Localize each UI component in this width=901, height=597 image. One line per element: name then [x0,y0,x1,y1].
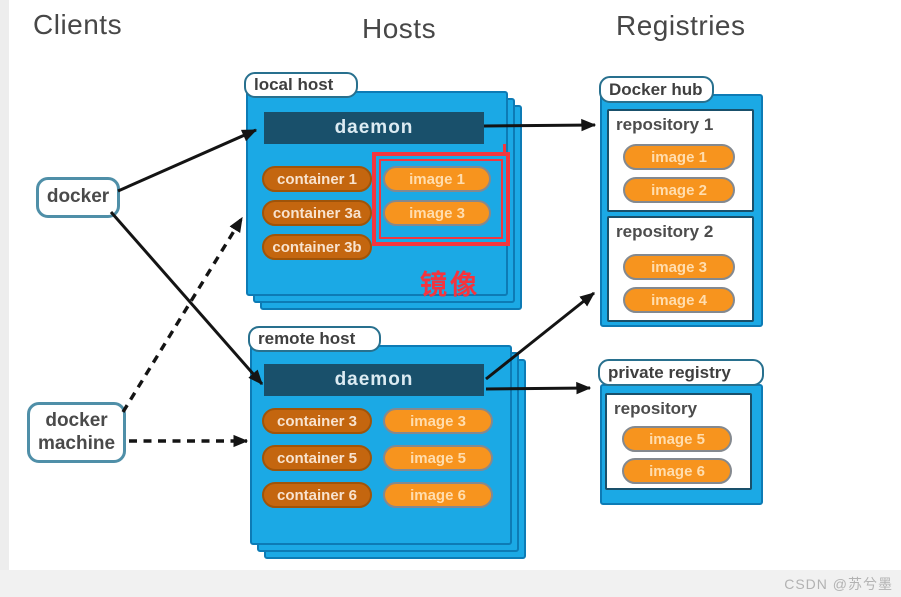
repository-1-box: repository 1 image 1 image 2 [607,109,754,212]
private-registry-tab: private registry [598,359,764,386]
arrow-docker-to-remote-daemon [109,211,264,385]
local-image-3: image 3 [383,200,491,226]
hub-image-2: image 2 [623,177,735,203]
image-annotation-label: 镜像 [420,270,480,300]
remote-host-tab: remote host [248,326,381,352]
local-image-1: image 1 [383,166,491,192]
local-container-1: container 1 [262,166,372,192]
arrow-docker-machine-to-local-host-dashed [121,216,244,413]
page-left-gutter [0,0,9,597]
remote-host-daemon-bar: daemon [264,364,484,396]
image-highlight-box [372,152,510,246]
column-header-registries: Registries [616,10,746,41]
local-host-daemon-bar: daemon [264,112,484,144]
local-container-3a: container 3a [262,200,372,226]
private-repository-label: repository [614,399,698,418]
image-highlight-tick [503,144,506,153]
bottom-strip: CSDN @苏兮墨 [0,570,901,597]
private-image-6: image 6 [622,458,732,484]
repository-2-label: repository 2 [616,222,714,241]
docker-hub-tab: Docker hub [599,76,714,103]
remote-container-6: container 6 [262,482,372,508]
repository-2-box: repository 2 image 3 image 4 [607,216,754,322]
hub-image-1: image 1 [623,144,735,170]
local-host-tab: local host [244,72,358,98]
csdn-watermark: CSDN @苏兮墨 [784,575,893,592]
arrow-docker-to-local-daemon [117,128,258,193]
remote-image-5: image 5 [383,445,493,471]
docker-machine-node: docker machine [27,402,126,463]
hub-image-4: image 4 [623,287,735,313]
remote-image-6: image 6 [383,482,493,508]
private-repository-box: repository image 5 image 6 [605,393,752,490]
column-header-hosts: Hosts [362,13,437,44]
repository-1-label: repository 1 [616,115,714,134]
remote-image-3: image 3 [383,408,493,434]
remote-container-5: container 5 [262,445,372,471]
column-header-clients: Clients [33,9,123,40]
docker-client-node: docker [36,177,120,218]
remote-container-3: container 3 [262,408,372,434]
local-container-3b: container 3b [262,234,372,260]
private-image-5: image 5 [622,426,732,452]
image-highlight-inner-line [379,159,503,239]
hub-image-3: image 3 [623,254,735,280]
